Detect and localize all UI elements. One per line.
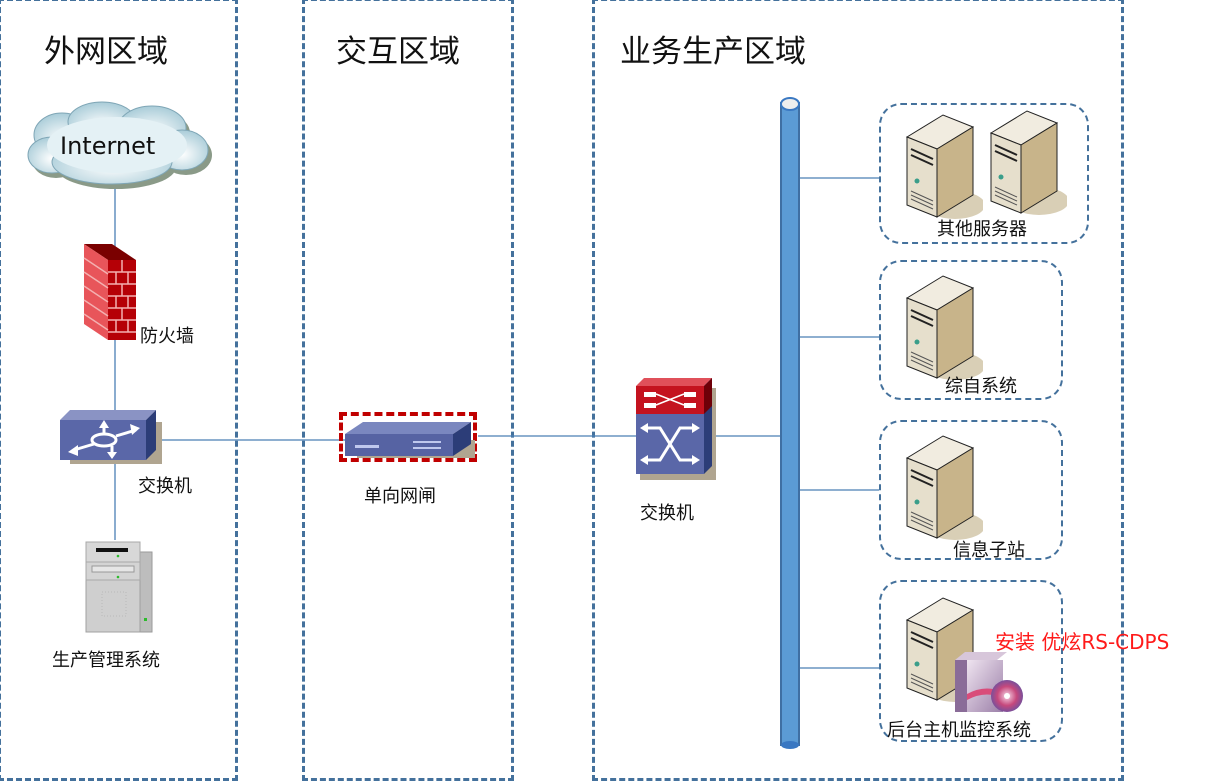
switch-icon [60, 410, 162, 464]
server-group-other-servers: 其他服务器 [879, 103, 1089, 244]
server-group-label: 综自系统 [945, 376, 1017, 397]
server-icon [905, 435, 983, 540]
core-switch-label: 交换机 [640, 503, 694, 524]
one-way-gateway [339, 412, 477, 462]
core-switch [634, 378, 718, 486]
server-group-integrated-automation: 综自系统 [879, 260, 1063, 400]
server-group-label: 信息子站 [953, 540, 1025, 561]
cloud-icon [27, 101, 212, 189]
server-group-label: 后台主机监控系统 [887, 720, 1031, 741]
zone-external-title: 外网区域 [44, 34, 168, 70]
network-bus [780, 97, 800, 749]
server-icon [905, 114, 983, 219]
software-box-icon [955, 652, 1023, 712]
zone-external [0, 0, 238, 781]
internet-cloud: Internet [22, 100, 214, 190]
gateway-appliance-icon [345, 422, 475, 458]
server-icon [989, 110, 1067, 215]
production-mgmt-pc [84, 540, 154, 638]
zone-production-title: 业务生产区域 [620, 34, 806, 70]
server-group-info-substation: 信息子站 [879, 420, 1063, 561]
gateway-highlight-border [339, 412, 477, 462]
internet-label: Internet [60, 132, 156, 160]
pc-tower-icon [85, 541, 153, 633]
zone-interaction-title: 交互区域 [336, 34, 460, 70]
firewall-icon [83, 244, 136, 340]
zone-production [592, 0, 1124, 781]
server-group-label: 其他服务器 [937, 219, 1027, 240]
firewall-label: 防火墙 [140, 326, 194, 347]
external-switch-label: 交换机 [138, 476, 192, 497]
core-switch-icon [636, 378, 716, 480]
external-switch [60, 410, 164, 470]
server-group-host-monitoring: 后台主机监控系统 [879, 580, 1063, 742]
one-way-gateway-label: 单向网闸 [364, 486, 436, 507]
firewall [82, 244, 140, 346]
server-icon [905, 275, 983, 380]
zone-interaction [302, 0, 514, 781]
production-mgmt-label: 生产管理系统 [52, 650, 160, 671]
install-annotation: 安装 优炫RS-CDPS [995, 630, 1170, 654]
